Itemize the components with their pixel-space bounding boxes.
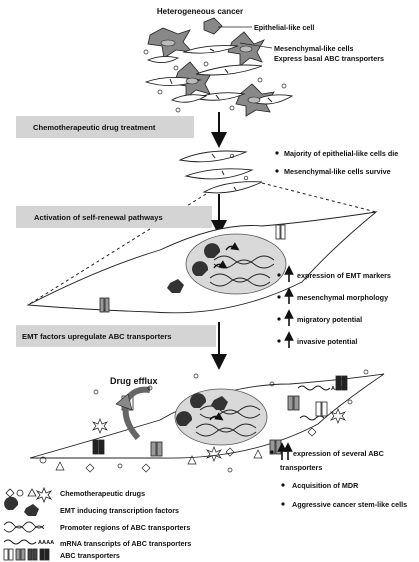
legend-transporter-icon (3, 548, 50, 561)
heterogeneous-cell-cluster (143, 17, 294, 117)
step3-outcome-abc-2: transporters (280, 463, 322, 472)
step2-outcome-emt: expression of EMT markers (297, 271, 391, 280)
step1-outcome-die: Majority of epithelial-like cells die (284, 149, 398, 158)
drug-efflux-label: Drug efflux (110, 376, 158, 386)
legend-transporter-label: ABC transporters (60, 551, 120, 560)
step2-outcome-morphology: mesenchymal morphology (297, 293, 388, 302)
step3-banner-label: EMT factors upregulate ABC transporters (22, 332, 172, 341)
step3-outcome-mdr: Acquisition of MDR (292, 481, 359, 490)
mesenchymal-label: Mesenchymal-like cells (274, 44, 354, 53)
step3-outcome-abc-1: expression of several ABC (293, 449, 384, 458)
step1-outcome-survive: Mesenchymal-like cells survive (284, 167, 391, 176)
legend-promoter-label: Promoter regions of ABC transporters (60, 523, 190, 532)
step3-outcomes: expression of several ABC transporters A… (270, 442, 407, 509)
svg-text:AAAA: AAAA (38, 540, 54, 546)
step2-banner: Activation of self-renewal pathways (16, 206, 212, 228)
legend-drugs-icon (5, 486, 53, 504)
legend-promoter-icon (3, 521, 45, 533)
basal-abc-label: Express basal ABC transporters (274, 54, 384, 63)
step3-banner: EMT factors upregulate ABC transporters (16, 325, 216, 347)
legend-emt-icon (4, 496, 39, 516)
step1-banner: Chemotherapeutic drug treatment (16, 116, 194, 138)
step2-outcomes: expression of EMT markers mesenchymal mo… (277, 265, 391, 348)
step3-outcome-stemlike: Aggressive cancer stem-like cells (292, 500, 407, 509)
step2-outcome-migratory: migratory potential (297, 315, 362, 324)
step2-banner-label: Activation of self-renewal pathways (34, 213, 163, 222)
legend-mrna-label: mRNA transcripts of ABC transporters (60, 539, 191, 548)
step1-banner-label: Chemotherapeutic drug treatment (33, 123, 156, 132)
legend-mrna-icon: AAAA (3, 539, 54, 546)
legend-drugs-label: Chemotherapeutic drugs (60, 489, 145, 498)
legend: Chemotherapeutic drugs EMT inducing tran… (3, 486, 191, 561)
surviving-cells (178, 150, 263, 194)
legend-emt-label: EMT inducing transcription factors (60, 506, 179, 515)
epithelial-label: Epithelial-like cell (254, 23, 314, 32)
title: Heterogeneous cancer (157, 7, 243, 16)
step2-outcome-invasive: invasive potential (297, 337, 357, 346)
